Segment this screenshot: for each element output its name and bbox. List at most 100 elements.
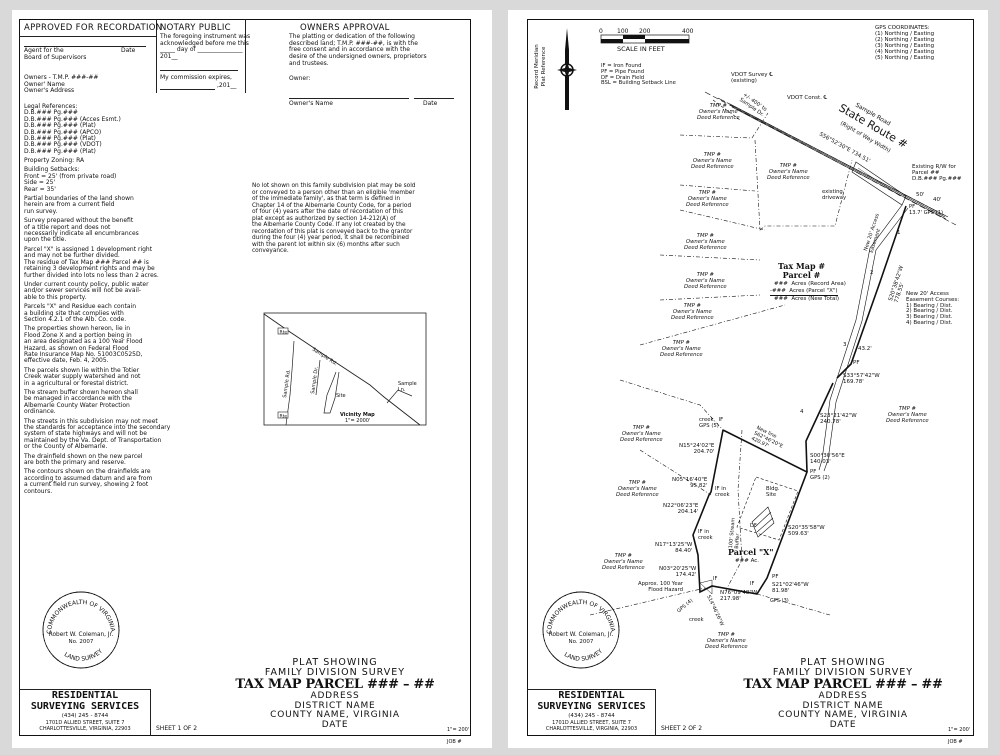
- owner-date-line[interactable]: [414, 98, 454, 99]
- adjacent-owner-label: TMP # Owner's Name Deed Reference: [686, 190, 729, 208]
- course-number: 2: [870, 270, 874, 276]
- bearing-s33: S33°57'42"W 169.78': [843, 373, 880, 385]
- pf-label: PF: [772, 574, 779, 580]
- dim-40: 40': [933, 197, 942, 203]
- plat-title-line-1: PLAT SHOWING: [292, 657, 378, 668]
- note-stream-buffer: The stream buffer shown hereon shall be …: [24, 389, 138, 416]
- plat-title-line-1: PLAT SHOWING: [800, 657, 886, 668]
- seal-top-text: COMMONWEALTH OF VIRGINIA: [46, 599, 116, 634]
- note-setbacks: Building Setbacks: Front = 25' (from pri…: [24, 166, 117, 193]
- bearing-43: 43.2': [858, 346, 872, 352]
- adjacent-owner-label: TMP # Owner's Name Deed Reference: [767, 163, 810, 181]
- plat-district: DISTRICT NAME: [802, 700, 884, 711]
- gps-3-label: GPS (3): [770, 598, 789, 604]
- bearing-n17: N17°13'25"W 84.40': [655, 542, 693, 554]
- easement-courses: New 20' Access Easement Courses: 1) Bear…: [906, 291, 960, 326]
- adjacent-owner-label: TMP # Owner's Name Deed Reference: [616, 480, 659, 498]
- note-streets: The streets in this subdivision may not …: [24, 417, 171, 451]
- legal-references: Legal References: D.B.### Pg.### D.B.###…: [24, 103, 121, 155]
- adjacent-owner-label: TMP # Owner's Name Deed Reference: [705, 632, 748, 650]
- vicinity-lane-label: Sample Ln.: [398, 381, 417, 393]
- title-block-divider: [150, 689, 151, 736]
- existing-rw-label: Existing R/W for Parcel ## D.B.### Pg.##…: [912, 164, 962, 182]
- bearing-n03: N03°20'25"W 174.42': [659, 566, 697, 578]
- existing-driveway-label: existing driveway: [822, 189, 847, 201]
- north-arrow-icon: [557, 28, 577, 110]
- creek-label: creek: [689, 617, 704, 623]
- pf-label: PF: [853, 360, 860, 366]
- sheet-2: [508, 10, 988, 748]
- legend: IF = Iron Found PF = Pipe Found DF = Dra…: [601, 63, 676, 87]
- adjacent-property-lines: [589, 112, 853, 616]
- note-building-site: Parcels "X" and Residue each contain a b…: [24, 303, 137, 323]
- vdot-const-label: VDOT Const. ℄: [787, 95, 828, 101]
- notary-heading: NOTARY PUBLIC: [160, 23, 231, 33]
- surveyor-seal: [42, 591, 620, 669]
- owner-signature-line[interactable]: [289, 98, 409, 99]
- if-in-creek: IF in creek: [715, 486, 730, 498]
- plat-district: DISTRICT NAME: [294, 700, 376, 711]
- bearing-s23: S23°21'42"W 240.78': [820, 413, 857, 425]
- owner-date-label: Date: [423, 100, 438, 107]
- agent-signature-line[interactable]: [24, 46, 146, 47]
- surveyor-name: Robert W. Coleman, Jr.: [49, 632, 114, 638]
- if-label: IF: [713, 576, 718, 582]
- divider: [245, 19, 246, 93]
- note-title-report: Survey prepared without the benefit of a…: [24, 217, 139, 244]
- bearing-n15: N15°24'02"E 204.70': [679, 443, 715, 455]
- seal-top-text: COMMONWEALTH OF VIRGINIA: [546, 599, 616, 634]
- bearing-s21: S21°02'46"W 81.98': [772, 582, 809, 594]
- adjacent-owner-label: TMP # Owner's Name Deed Reference: [620, 425, 663, 443]
- plat-date: DATE: [321, 719, 349, 730]
- bearing-n05: N05°16'40"E 95.82': [672, 477, 708, 489]
- sheet-number: SHEET 1 OF 2: [156, 725, 198, 732]
- company-name: SURVEYING SERVICES: [537, 700, 646, 712]
- vdot-survey-label: VDOT Survey ℄ (existing): [731, 72, 773, 84]
- title-block-divider: [527, 689, 655, 690]
- bldg-site-label: Bldg. Site: [766, 486, 780, 498]
- commission-line[interactable]: [160, 89, 215, 90]
- commission-year: ,201__: [217, 82, 237, 89]
- seal-bottom-text: LAND SURVEYOR: [0, 0, 104, 663]
- meridian-label: Record Meridian Plat Reference: [533, 44, 547, 89]
- adjacent-owner-label: TMP # Owner's Name Deed Reference: [691, 152, 734, 170]
- acres-record: ### Acres (Record Area): [774, 281, 846, 287]
- owner-label: Owner:: [289, 75, 311, 82]
- owner-name-label: Owner's Name: [289, 100, 333, 107]
- plat-title-main: TAX MAP PARCEL ### – ##: [743, 677, 943, 692]
- adjacent-owner-label: TMP # Owner's Name Deed Reference: [602, 553, 645, 571]
- notary-text: The foregoing instrument was acknowledge…: [160, 33, 251, 61]
- divider: [156, 19, 157, 93]
- surveyor-number: No. 2007: [569, 639, 594, 645]
- plat-title-line-2: FAMILY DIVISION SURVEY: [772, 667, 914, 678]
- note-contours: The contours shown on the drainfields ar…: [24, 468, 153, 495]
- company-name: RESIDENTIAL: [558, 690, 625, 701]
- plat-title-main: TAX MAP PARCEL ### – ##: [235, 677, 435, 692]
- course-number: 1: [897, 230, 901, 236]
- adjacent-owner-label: TMP # Owner's Name Deed Reference: [660, 340, 703, 358]
- seal-bottom-text: LAND SURVEYOR: [0, 0, 604, 663]
- df-label: DF: [750, 523, 757, 529]
- job-number: JOB #: [948, 739, 963, 745]
- notary-signature-line[interactable]: [160, 70, 238, 71]
- if-gps-5: creek IF GPS (5): [699, 417, 724, 429]
- plat-scale: 1"= 200': [447, 727, 470, 733]
- bearing-n22: N22°06'23"E 204.14': [663, 503, 699, 515]
- course-number: 4: [800, 409, 804, 415]
- plat-county: COUNTY NAME, VIRGINIA: [270, 710, 400, 720]
- note-drainfield: The drainfield shown on the new parcel a…: [24, 452, 143, 467]
- title-block-divider: [19, 689, 150, 690]
- company-name: RESIDENTIAL: [51, 690, 119, 701]
- job-number: JOB #: [447, 739, 462, 745]
- scale-tick: 0: [599, 28, 603, 35]
- plat-address: ADDRESS: [310, 691, 360, 701]
- company-address: CHARLOTTESVILLE, VIRGINIA, 22903: [39, 726, 131, 732]
- note-flood-zone: The properties shown hereon, lie in Floo…: [24, 325, 143, 365]
- plat-date: DATE: [829, 719, 857, 730]
- company-address: 1701D ALLIED STREET, SUITE 7: [45, 720, 125, 726]
- flood-hazard-label: Approx. 100 Year Flood Hazard: [638, 581, 683, 593]
- owners-approval-text: The platting or dedication of the follow…: [289, 33, 427, 67]
- scale-tick: 400: [682, 28, 694, 35]
- if-in-creek: IF in creek: [698, 529, 713, 541]
